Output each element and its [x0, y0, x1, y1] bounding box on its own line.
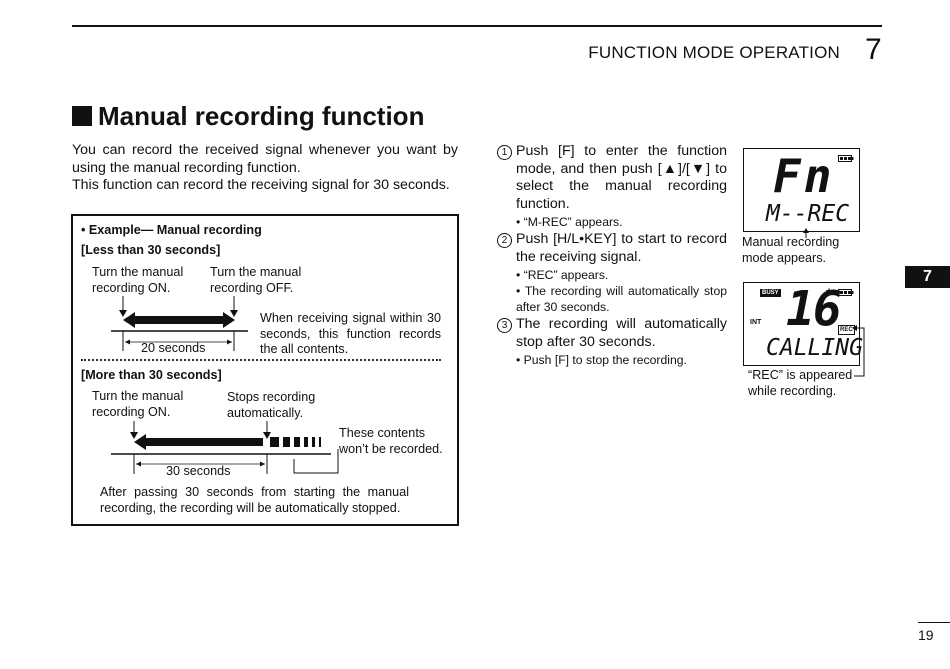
section-title: Manual recording function [72, 101, 424, 132]
step-3: 3 The recording will automatically stop … [497, 316, 727, 351]
example-divider [81, 359, 441, 361]
case2-stop-label: Stops recording automatically. [227, 390, 316, 420]
battery-icon [838, 289, 854, 296]
int-indicator: INT [750, 319, 762, 326]
top-rule [72, 25, 882, 27]
step-2: 2 Push [H/L•KEY] to start to record the … [497, 231, 727, 266]
example-box: • Example— Manual recording [Less than 3… [71, 214, 459, 526]
chapter-title: FUNCTION MODE OPERATION [588, 43, 840, 62]
star-icon: ★ [825, 286, 834, 296]
section-title-text: Manual recording function [98, 101, 425, 131]
case2-title: [More than 30 seconds] [81, 368, 222, 382]
steps-list: 1 Push [F] to enter the function mode, a… [497, 143, 727, 368]
lcd-big-text: Fn [773, 149, 835, 203]
case1-note: When receiving signal within 30 seconds,… [260, 311, 441, 356]
pointer-arrow-icon [803, 228, 809, 238]
case1-duration: 20 seconds [141, 341, 206, 355]
case2-diagram [111, 421, 339, 474]
rec-pointer-line [852, 325, 865, 377]
case1-off-label: Turn the manual recording OFF. [210, 265, 302, 295]
case2-duration: 30 seconds [166, 464, 231, 478]
intro-line-1: You can record the received signal whene… [72, 142, 458, 176]
channel-number: 16 [786, 281, 842, 337]
square-bullet-icon [72, 106, 92, 126]
step-bullet: • The recording will automatically stop … [516, 284, 727, 314]
step-bullet: • “M-REC” appears. [516, 215, 623, 229]
case2-on-label: Turn the manual recording ON. [92, 389, 184, 419]
lcd-small-text: M--REC [766, 201, 850, 227]
chapter-side-tab: 7 [905, 266, 950, 288]
step-number: 3 [497, 318, 512, 333]
case1-signal-arrow [123, 312, 235, 328]
case1-on-label: Turn the manual recording ON. [92, 265, 184, 295]
case1-diagram [111, 296, 248, 351]
lcd-small-text: CALLING [766, 335, 863, 361]
lcd-display-rec: BUSY ★ INT 16 REC CALLING [743, 281, 863, 366]
case2-note: These contents won’t be recorded. [339, 426, 443, 456]
page-number: 19 [918, 627, 934, 643]
battery-icon [838, 155, 854, 162]
case2-after-note: After passing 30 seconds from starting t… [100, 485, 409, 515]
page-rule [918, 622, 950, 623]
step-bullet: • “REC” appears. [516, 268, 609, 282]
intro-line-2: This function can record the receiving s… [72, 177, 450, 193]
step-number: 2 [497, 233, 512, 248]
step-bullet: • Push [F] to stop the recording. [516, 353, 687, 367]
intro-paragraph: You can record the received signal whene… [72, 142, 458, 195]
step-1: 1 Push [F] to enter the function mode, a… [497, 143, 727, 213]
busy-indicator: BUSY [760, 289, 781, 297]
lcd-display-fn: Fn M--REC [743, 148, 860, 232]
example-heading: • Example— Manual recording [81, 223, 262, 237]
display2-caption: “REC” is appeared while recording. [748, 368, 853, 398]
step-number: 1 [497, 145, 512, 160]
chapter-number: 7 [865, 33, 882, 66]
display1-caption: Manual recording mode appears. [742, 235, 840, 265]
step-text: The recording will automatically stop af… [516, 316, 727, 350]
case1-title: [Less than 30 seconds] [81, 243, 221, 257]
step-text: Push [F] to enter the function mode, and… [516, 143, 727, 212]
step-text: Push [H/L•KEY] to start to record the re… [516, 231, 727, 265]
case2-signal-arrow [134, 434, 263, 450]
rec-indicator: REC [838, 325, 855, 335]
